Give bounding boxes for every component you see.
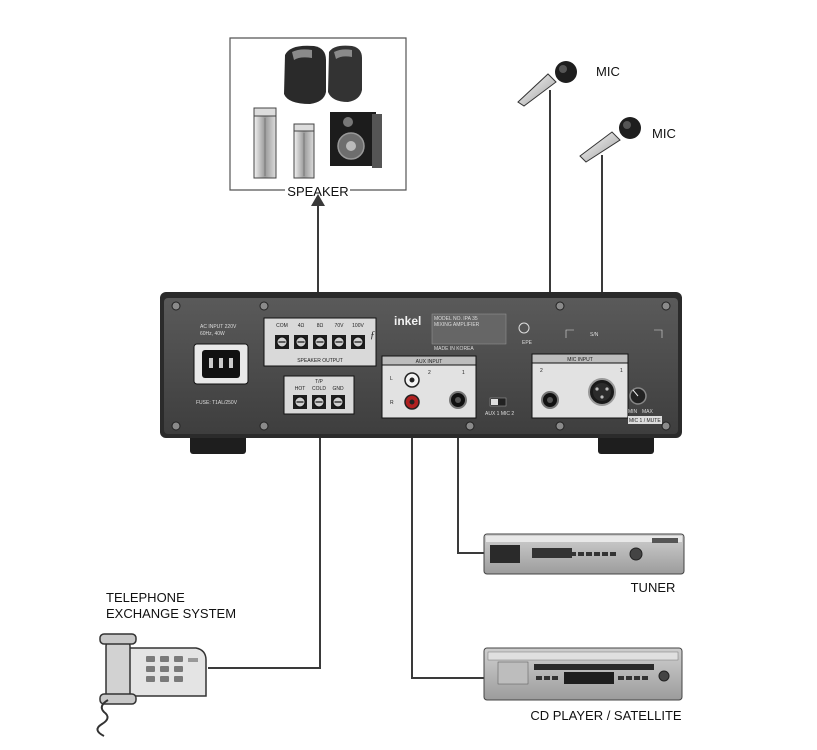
aux-mic-switch-label: AUX 1 MIC 2 bbox=[485, 411, 514, 417]
mic-input-label: MIC INPUT bbox=[567, 357, 593, 363]
tp-terminal-block: T/P HOT COLD GND bbox=[283, 375, 355, 415]
tp-terminal-label: GND bbox=[332, 386, 344, 392]
speaker-output-label: SPEAKER OUTPUT bbox=[297, 358, 343, 364]
aux-channel-2-label: 2 bbox=[428, 370, 431, 376]
mic-select-label: MIC 1 / MUTE bbox=[629, 418, 661, 424]
tuner-label: TUNER bbox=[631, 580, 676, 595]
channel-r-label: R bbox=[390, 400, 394, 406]
model-number: MODEL NO. IPA 35 bbox=[434, 316, 478, 322]
connection-lines bbox=[208, 90, 603, 679]
speaker-output-terminal-label: 8Ω bbox=[317, 323, 324, 329]
mic-level-max: MAX bbox=[642, 409, 654, 415]
brand-label: inkel MODEL NO. IPA 35 MIXING AMPLIFIER … bbox=[394, 313, 533, 352]
power-inlet: AC INPUT 220V 60Hz, 40W FUSE: T1AL/250V bbox=[193, 324, 249, 406]
speaker-output-terminal-label: COM bbox=[276, 323, 288, 329]
telephone-label-line2: EXCHANGE SYSTEM bbox=[106, 606, 236, 621]
channel-l-label: L bbox=[390, 376, 393, 382]
mic-2-icon bbox=[579, 131, 621, 163]
tp-label: T/P bbox=[315, 379, 323, 385]
mic-input-panel: S/N MIC INPUT 2 1 MIN MAX MIC 1 / MUTE bbox=[531, 329, 663, 424]
small-column-speaker-icon bbox=[293, 123, 315, 179]
amplifier-rear-panel: AC INPUT 220V 60Hz, 40W FUSE: T1AL/250V … bbox=[160, 292, 682, 454]
mic-channel-2-label: 2 bbox=[540, 368, 543, 374]
speaker-output-terminal-label: 100V bbox=[352, 323, 364, 329]
power-rating-line2: 60Hz, 40W bbox=[200, 331, 225, 337]
cd-player-cable bbox=[411, 412, 484, 679]
cd-player-label: CD PLAYER / SATELLITE bbox=[530, 708, 682, 723]
certification-mark-icon bbox=[518, 322, 530, 334]
tuner-device bbox=[483, 533, 685, 575]
aux-input-label: AUX INPUT bbox=[416, 359, 443, 365]
speaker-frame bbox=[229, 37, 407, 191]
signal-symbol: ƒ bbox=[370, 330, 375, 341]
model-type: MIXING AMPLIFIER bbox=[434, 322, 480, 328]
tp-terminal-label: COLD bbox=[312, 386, 326, 392]
mic-1-group: MIC bbox=[517, 61, 620, 107]
svg-text:EPE: EPE bbox=[522, 340, 533, 346]
speaker-output-block: COM 4Ω 8Ω 70V 100V SPEAKER OUTPUT ƒ bbox=[263, 317, 377, 367]
bookshelf-speaker-icon bbox=[330, 112, 382, 168]
aux-channel-1-label: 1 bbox=[462, 370, 465, 376]
fuse-rating: FUSE: T1AL/250V bbox=[196, 400, 238, 406]
tp-terminal-label: HOT bbox=[295, 386, 306, 392]
speaker-output-terminal-label: 4Ω bbox=[298, 323, 305, 329]
telephone-icon bbox=[96, 633, 207, 737]
mic-2-group: MIC bbox=[579, 117, 676, 163]
telephone-cable bbox=[208, 412, 321, 669]
power-rating-line1: AC INPUT 220V bbox=[200, 324, 237, 330]
mic-1-label: MIC bbox=[596, 64, 620, 79]
tuner-cable bbox=[457, 410, 488, 554]
mic-channel-1-label: 1 bbox=[620, 368, 623, 374]
cd-player-device bbox=[483, 647, 683, 701]
mic-2-label: MIC bbox=[652, 126, 676, 141]
brand-logo: inkel bbox=[394, 314, 421, 328]
column-speaker-icon bbox=[253, 107, 277, 179]
made-in-label: MADE IN KOREA bbox=[434, 346, 474, 352]
aux-mic-switch[interactable]: AUX 1 MIC 2 bbox=[485, 397, 514, 417]
speaker-label: SPEAKER bbox=[287, 184, 348, 199]
mic-level-min: MIN bbox=[628, 409, 638, 415]
mic-1-icon bbox=[517, 73, 557, 107]
speaker-group: SPEAKER bbox=[229, 37, 407, 199]
speaker-output-terminal-label: 70V bbox=[335, 323, 345, 329]
aux-input-panel: AUX INPUT L R 2 1 bbox=[381, 355, 477, 419]
telephone-label-line1: TELEPHONE bbox=[106, 590, 185, 605]
wall-speaker-icon bbox=[284, 45, 362, 104]
speaker-arrow-icon bbox=[311, 194, 325, 206]
serial-number-label: S/N bbox=[590, 332, 599, 338]
